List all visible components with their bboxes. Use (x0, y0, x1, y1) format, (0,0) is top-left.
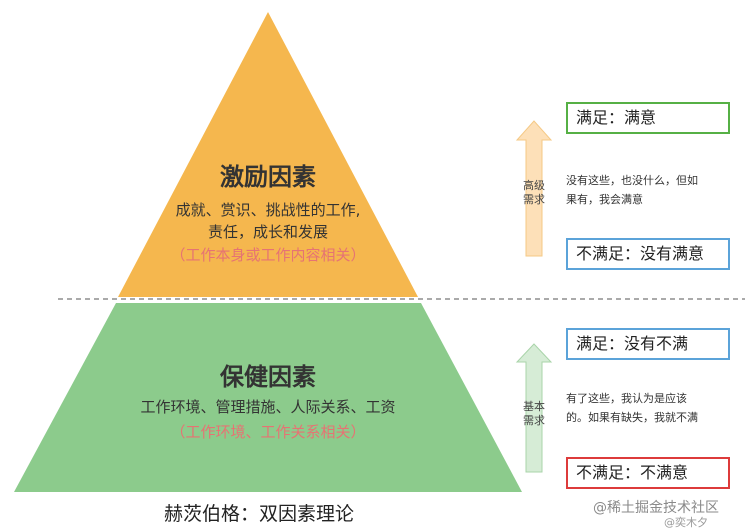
hygiene-desc: 工作环境、管理措施、人际关系、工资 (140, 398, 396, 416)
watermark: @稀土掘金技术社区 (593, 500, 719, 516)
motivator-unsatisfied-box: 不满足：没有满意 (566, 238, 730, 270)
basic-need-label-line2: 需求 (523, 414, 545, 427)
basic-need-label: 基本 需求 (522, 400, 546, 428)
high-need-label: 高级 需求 (522, 179, 546, 207)
high-need-label-line2: 需求 (523, 193, 545, 206)
hygiene-trapezoid (14, 303, 522, 492)
motivator-side-note-line1: 没有这些，也没什么，但如 (566, 174, 698, 187)
watermark-author: @奕木夕 (664, 516, 708, 529)
motivator-side-note-line2: 果有，我会满意 (566, 193, 643, 206)
motivator-desc-line2: 责任，成长和发展 (207, 223, 328, 241)
high-need-arrow (515, 120, 553, 257)
hygiene-side-note-line1: 有了这些，我认为是应该 (566, 392, 687, 405)
motivator-desc-line1: 成就、赏识、挑战性的工作, (175, 201, 361, 219)
hygiene-unsatisfied-box: 不满足：不满意 (566, 457, 730, 489)
basic-need-arrow (515, 343, 553, 473)
hygiene-satisfied-box: 满足：没有不满 (566, 328, 730, 360)
motivator-note: （工作本身或工作内容相关） (170, 246, 366, 264)
hygiene-side-note-line2: 的。如果有缺失，我就不满 (566, 411, 698, 424)
motivator-side-note: 没有这些，也没什么，但如 果有，我会满意 (566, 171, 744, 209)
diagram-caption: 赫茨伯格：双因素理论 (164, 503, 355, 525)
motivator-triangle (118, 12, 418, 297)
basic-need-label-line1: 基本 (523, 400, 545, 413)
hygiene-title: 保健因素 (220, 363, 316, 391)
high-need-label-line1: 高级 (523, 179, 545, 192)
motivator-title: 激励因素 (220, 163, 316, 191)
hygiene-note: （工作环境、工作关系相关） (170, 423, 366, 441)
hygiene-side-note: 有了这些，我认为是应该 的。如果有缺失，我就不满 (566, 389, 744, 427)
motivator-satisfied-box: 满足：满意 (566, 102, 730, 134)
